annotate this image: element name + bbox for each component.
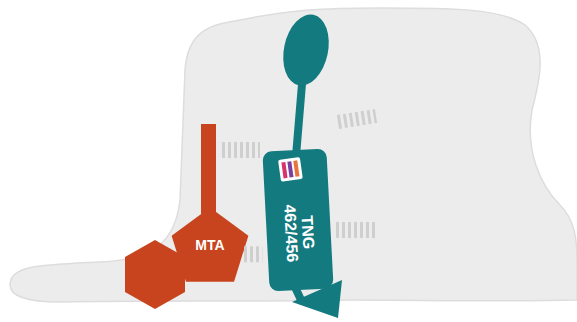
tng-stem bbox=[296, 84, 302, 156]
mta-ring bbox=[125, 240, 185, 309]
protein-pocket bbox=[10, 8, 577, 302]
pentagon-shape bbox=[172, 208, 249, 282]
logo-stripe bbox=[293, 160, 299, 176]
mta-chain bbox=[201, 124, 216, 214]
edge-layer bbox=[244, 254, 262, 255]
logo-tile bbox=[278, 157, 303, 182]
logo-stripe bbox=[287, 161, 293, 177]
logo-stripe bbox=[281, 162, 287, 178]
interaction-hatch bbox=[336, 222, 376, 238]
molecule-pentagon: MTA bbox=[170, 206, 250, 284]
molecule-label-box: TNG 462/456 bbox=[262, 148, 333, 291]
tng-logo bbox=[278, 157, 303, 182]
interaction-hatch bbox=[338, 116, 376, 122]
molecule-name: TNG 462/456 bbox=[280, 190, 318, 276]
interaction-hatch bbox=[222, 142, 260, 158]
interaction-hatch bbox=[244, 246, 262, 262]
tng-head bbox=[277, 10, 335, 90]
molecule-name: MTA bbox=[195, 238, 224, 253]
